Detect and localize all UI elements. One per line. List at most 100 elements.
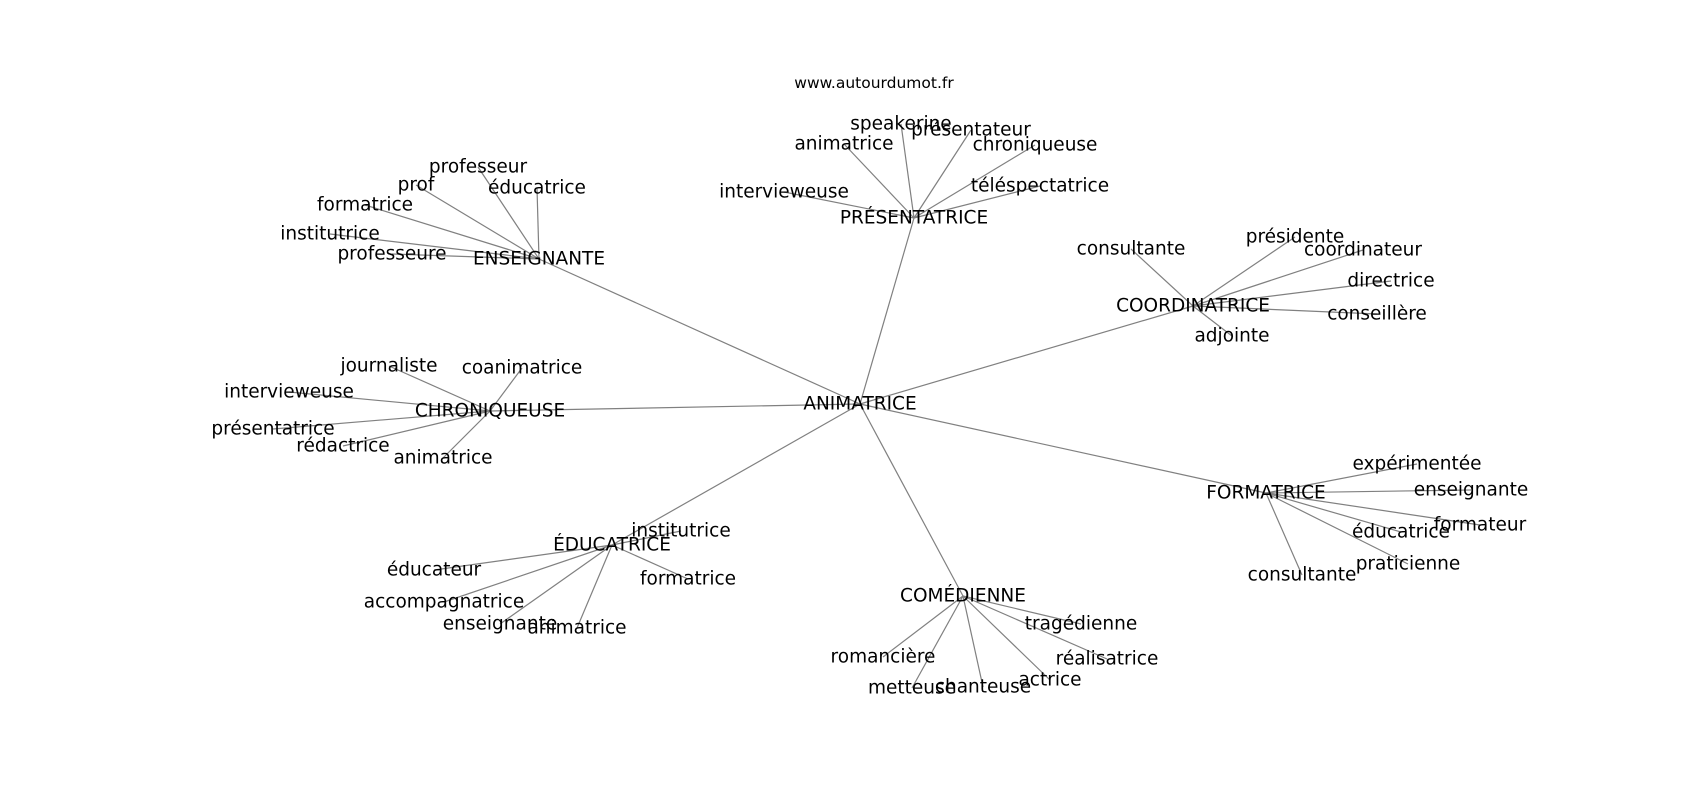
edge-enseignante-institutrice xyxy=(329,233,540,260)
leaf-node-comedienne-tragedienne: tragédienne xyxy=(1025,614,1137,635)
leaf-node-comedienne-actrice: actrice xyxy=(1018,670,1081,691)
edge-center-enseignante xyxy=(538,258,861,405)
edge-coordinatrice-consultante xyxy=(1130,248,1194,307)
leaf-node-enseignante-professeur: professeur xyxy=(429,157,528,178)
edge-chroniqueuse-presentatrice xyxy=(272,410,491,430)
edge-formatrice-enseignante xyxy=(1265,489,1472,494)
leaf-node-educatrice-enseignante: enseignante xyxy=(443,614,557,635)
edge-comedienne-realisatrice xyxy=(962,595,1108,660)
leaf-node-presentatrice-telespectatrice: téléspectatrice xyxy=(971,176,1109,197)
leaf-node-formatrice-praticienne: praticienne xyxy=(1356,554,1461,575)
edge-educatrice-formatrice xyxy=(611,544,689,580)
leaf-node-chroniqueuse-coanimatrice: coanimatrice xyxy=(462,358,583,379)
hub-node-educatrice: ÉDUCATRICE xyxy=(553,534,671,556)
leaf-node-comedienne-chanteuse: chanteuse xyxy=(935,677,1031,698)
edge-educatrice-animatrice xyxy=(576,544,613,629)
leaf-node-coordinatrice-conseillere: conseillère xyxy=(1327,304,1427,325)
leaf-node-comedienne-metteuse: metteuse xyxy=(868,678,956,699)
edge-comedienne-chanteuse xyxy=(962,595,984,688)
leaf-node-coordinatrice-presidente: présidente xyxy=(1246,227,1345,248)
edge-enseignante-formatrice xyxy=(364,204,540,260)
leaf-node-enseignante-institutrice: institutrice xyxy=(280,224,379,245)
edge-enseignante-professeure xyxy=(391,253,540,260)
leaf-node-enseignante-professeure: professeure xyxy=(337,244,446,265)
edge-center-chroniqueuse xyxy=(489,403,861,412)
edge-formatrice-consultante xyxy=(1265,492,1303,576)
leaf-node-coordinatrice-consultante: consultante xyxy=(1077,239,1186,260)
hub-node-presentatrice: PRÉSENTATRICE xyxy=(840,207,988,229)
leaf-node-formatrice-formateur: formateur xyxy=(1434,515,1527,536)
edge-formatrice-experimentee xyxy=(1265,463,1418,494)
edge-presentatrice-speakerine xyxy=(900,123,915,219)
center-node-label: ANIMATRICE xyxy=(803,394,916,415)
leaf-node-educatrice-educateur: éducateur xyxy=(387,560,482,581)
leaf-node-chroniqueuse-animatrice: animatrice xyxy=(393,448,492,469)
edge-presentatrice-chroniqueuse xyxy=(913,144,1036,219)
hub-node-comedienne: COMÉDIENNE xyxy=(900,585,1026,607)
hub-node-coordinatrice: COORDINATRICE xyxy=(1116,296,1270,317)
edge-comedienne-actrice xyxy=(962,595,1051,681)
leaf-node-presentatrice-intervieweuse: intervieweuse xyxy=(719,182,849,203)
edge-comedienne-tragedienne xyxy=(962,595,1082,625)
leaf-node-educatrice-animatrice: animatrice xyxy=(527,618,626,639)
leaf-node-enseignante-educatrice: éducatrice xyxy=(488,178,586,199)
leaf-node-coordinatrice-directrice: directrice xyxy=(1347,271,1434,292)
edge-center-coordinatrice xyxy=(859,305,1194,405)
leaf-node-comedienne-romanciere: romancière xyxy=(831,647,936,668)
edge-chroniqueuse-journaliste xyxy=(388,365,491,412)
edge-presentatrice-telespectatrice xyxy=(913,185,1041,219)
hub-node-formatrice: FORMATRICE xyxy=(1206,483,1325,504)
edge-coordinatrice-conseillere xyxy=(1192,305,1378,315)
edge-coordinatrice-presidente xyxy=(1192,236,1296,307)
edge-enseignante-educatrice xyxy=(536,187,540,260)
edge-educatrice-enseignante xyxy=(499,544,613,625)
leaf-node-formatrice-consultante: consultante xyxy=(1248,565,1357,586)
edge-coordinatrice-adjointe xyxy=(1192,305,1233,337)
leaf-node-enseignante-prof: prof xyxy=(398,175,435,196)
leaf-node-chroniqueuse-presentatrice: présentatrice xyxy=(211,419,334,440)
leaf-node-chroniqueuse-intervieweuse: intervieweuse xyxy=(224,382,354,403)
edge-chroniqueuse-animatrice xyxy=(442,410,491,459)
edge-formatrice-praticienne xyxy=(1265,492,1409,565)
edge-formatrice-formateur xyxy=(1265,492,1481,526)
edge-comedienne-romanciere xyxy=(882,595,964,658)
leaf-node-formatrice-educatrice: éducatrice xyxy=(1352,522,1450,543)
edge-enseignante-prof xyxy=(415,184,540,260)
leaf-node-presentatrice-animatrice: animatrice xyxy=(794,134,893,155)
leaf-node-educatrice-institutrice: institutrice xyxy=(631,521,730,542)
edge-presentatrice-presentateur xyxy=(913,129,972,219)
edge-comedienne-metteuse xyxy=(911,595,964,689)
edge-formatrice-educatrice xyxy=(1265,492,1402,533)
watermark-url: www.autourdumot.fr xyxy=(794,74,954,92)
leaf-node-comedienne-realisatrice: réalisatrice xyxy=(1056,649,1159,670)
edge-educatrice-educateur xyxy=(433,544,613,571)
edge-center-educatrice xyxy=(611,403,861,546)
leaf-node-enseignante-formatrice: formatrice xyxy=(317,195,413,216)
edge-center-presentatrice xyxy=(859,217,915,405)
edge-chroniqueuse-intervieweuse xyxy=(288,391,491,412)
edge-educatrice-institutrice xyxy=(611,530,682,546)
edge-chroniqueuse-coanimatrice xyxy=(489,367,523,412)
hub-node-chroniqueuse: CHRONIQUEUSE xyxy=(415,401,565,422)
edge-enseignante-professeur xyxy=(477,166,540,260)
leaf-node-educatrice-formatrice: formatrice xyxy=(640,569,736,590)
leaf-node-chroniqueuse-redactrice: rédactrice xyxy=(296,436,389,457)
leaf-node-formatrice-experimentee: expérimentée xyxy=(1352,454,1481,475)
leaf-node-coordinatrice-adjointe: adjointe xyxy=(1194,326,1269,347)
edge-presentatrice-animatrice xyxy=(843,143,915,219)
leaf-node-coordinatrice-coordinateur: coordinateur xyxy=(1304,240,1422,261)
edges-layer xyxy=(272,123,1481,689)
edge-center-comedienne xyxy=(859,403,964,597)
leaf-node-formatrice-enseignante: enseignante xyxy=(1414,480,1528,501)
edge-chroniqueuse-redactrice xyxy=(342,410,491,447)
hub-node-enseignante: ENSEIGNANTE xyxy=(473,249,605,270)
edge-center-formatrice xyxy=(859,403,1267,494)
edge-presentatrice-intervieweuse xyxy=(783,191,915,219)
edge-coordinatrice-directrice xyxy=(1192,280,1392,307)
leaf-node-presentatrice-chroniqueuse: chroniqueuse xyxy=(973,135,1098,156)
leaf-node-educatrice-accompagnatrice: accompagnatrice xyxy=(364,592,524,613)
leaf-node-presentatrice-presentateur: présentateur xyxy=(911,120,1031,141)
edge-coordinatrice-coordinateur xyxy=(1192,249,1364,307)
